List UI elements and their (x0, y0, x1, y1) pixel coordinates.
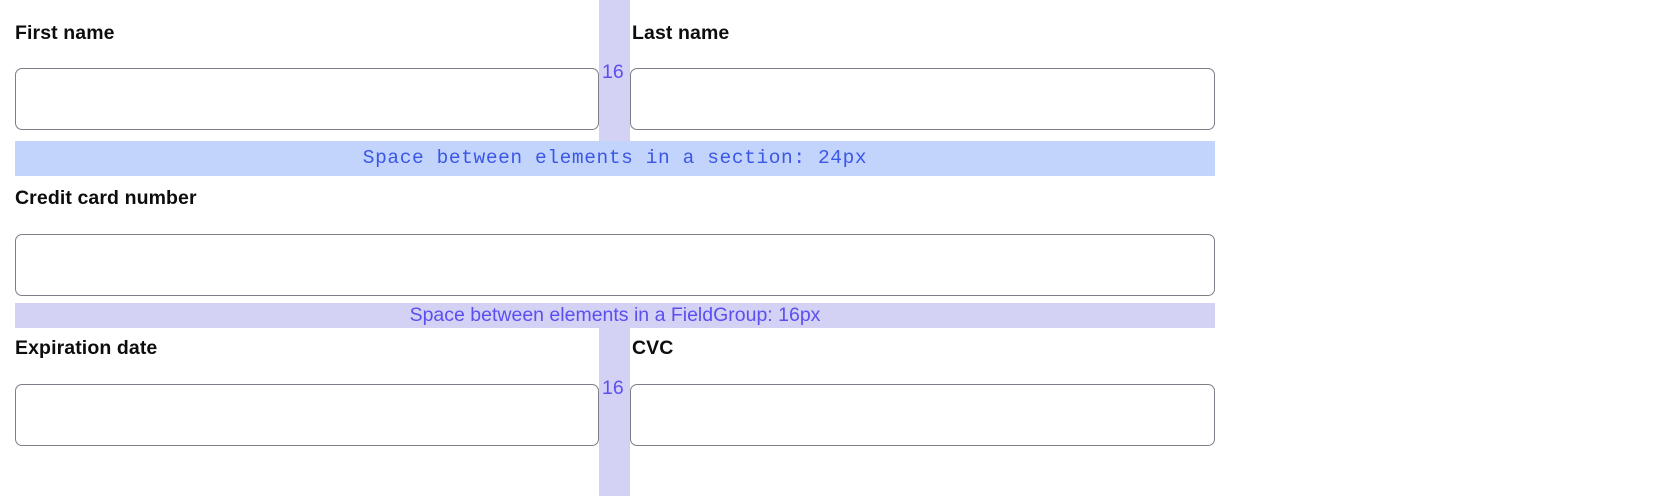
field-wrapper-first-name (15, 68, 599, 130)
spacing-band-section-label: Space between elements in a section: 24p… (362, 146, 868, 169)
label-credit-card-number: Credit card number (15, 187, 197, 209)
field-wrapper-cvc (630, 384, 1215, 446)
label-cvc: CVC (632, 337, 674, 359)
label-last-name: Last name (632, 22, 730, 44)
label-first-name: First name (15, 22, 115, 44)
spacing-band-fieldgroup-label: Space between elements in a FieldGroup: … (409, 303, 821, 326)
input-last-name[interactable] (630, 68, 1215, 130)
column-gap-indicator-name-row (599, 0, 630, 141)
field-wrapper-credit-card-number (15, 234, 1215, 296)
column-gap-measure-name-row: 16 (602, 61, 624, 83)
input-first-name[interactable] (15, 68, 599, 130)
spacing-band-fieldgroup: Space between elements in a FieldGroup: … (15, 303, 1215, 328)
field-wrapper-expiration-date (15, 384, 599, 446)
input-credit-card-number[interactable] (15, 234, 1215, 296)
spacing-band-section: Space between elements in a section: 24p… (15, 141, 1215, 176)
label-expiration-date: Expiration date (15, 337, 158, 359)
column-gap-measure-expiry-row: 16 (602, 377, 624, 399)
input-expiration-date[interactable] (15, 384, 599, 446)
input-cvc[interactable] (630, 384, 1215, 446)
field-wrapper-last-name (630, 68, 1215, 130)
column-gap-indicator-expiry-row (599, 328, 630, 496)
